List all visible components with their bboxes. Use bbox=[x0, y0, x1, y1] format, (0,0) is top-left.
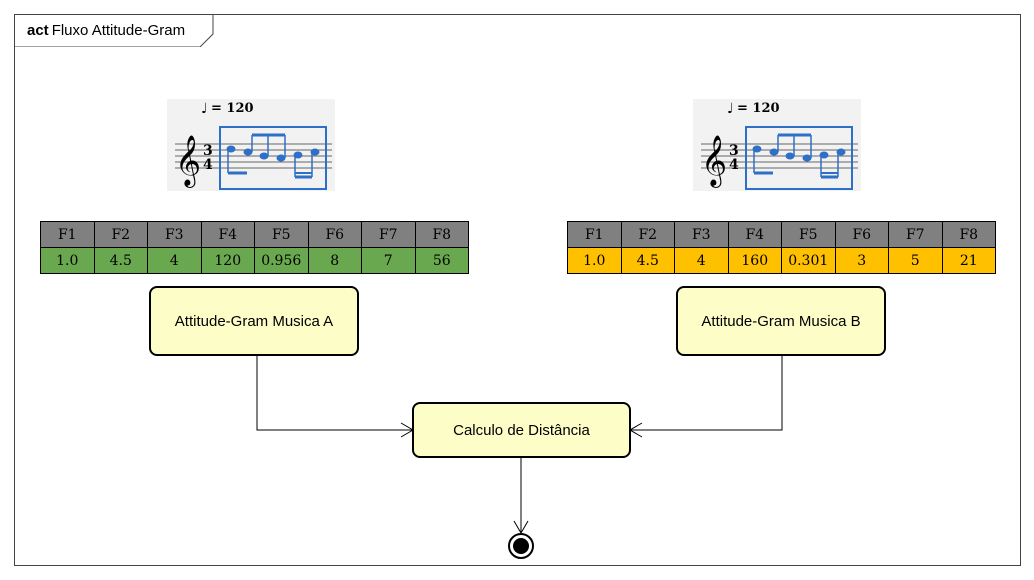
feature-value: 0.301 bbox=[781, 247, 836, 274]
svg-text:3: 3 bbox=[203, 143, 213, 159]
feature-value: 0.956 bbox=[254, 247, 309, 274]
feature-value: 8 bbox=[307, 247, 362, 274]
feature-value-row: 1.0 4.5 4 160 0.301 3 5 21 bbox=[567, 247, 996, 274]
feature-header: F7 bbox=[361, 221, 416, 248]
treble-clef-icon: 𝄞 bbox=[175, 135, 201, 188]
action-node-label: Attitude-Gram Musica B bbox=[701, 312, 861, 330]
feature-header: F4 bbox=[727, 221, 782, 248]
feature-header: F6 bbox=[307, 221, 362, 248]
tempo-label: = 120 bbox=[211, 101, 254, 116]
feature-header: F4 bbox=[200, 221, 255, 248]
feature-header: F5 bbox=[254, 221, 309, 248]
svg-text:4: 4 bbox=[203, 157, 213, 173]
svg-text:♩: ♩ bbox=[201, 101, 208, 117]
action-node-attitude-gram-a[interactable]: Attitude-Gram Musica A bbox=[149, 286, 359, 356]
feature-value: 1.0 bbox=[40, 247, 95, 274]
music-score-b: ♩ = 120 𝄞 3 4 bbox=[693, 99, 861, 191]
feature-header: F8 bbox=[414, 221, 469, 248]
svg-text:4: 4 bbox=[729, 157, 739, 173]
feature-header: F3 bbox=[147, 221, 202, 248]
feature-header: F1 bbox=[567, 221, 622, 248]
feature-value-row: 1.0 4.5 4 120 0.956 8 7 56 bbox=[40, 247, 469, 274]
frame-name: Fluxo Attitude-Gram bbox=[51, 22, 186, 39]
tempo-label: = 120 bbox=[737, 101, 780, 116]
music-score-a: ♩ = 120 𝄞 3 4 bbox=[167, 99, 335, 191]
feature-value: 21 bbox=[941, 247, 996, 274]
feature-value: 120 bbox=[200, 247, 255, 274]
action-node-label: Calculo de Distância bbox=[453, 421, 590, 439]
feature-value: 4.5 bbox=[620, 247, 675, 274]
feature-value: 160 bbox=[727, 247, 782, 274]
action-node-distance-calc[interactable]: Calculo de Distância bbox=[412, 402, 631, 458]
feature-value: 4.5 bbox=[93, 247, 148, 274]
final-node-icon bbox=[508, 533, 534, 559]
svg-text:3: 3 bbox=[729, 143, 739, 159]
feature-value: 7 bbox=[361, 247, 416, 274]
action-node-attitude-gram-b[interactable]: Attitude-Gram Musica B bbox=[676, 286, 886, 356]
activity-frame bbox=[14, 14, 1021, 566]
feature-value: 3 bbox=[834, 247, 889, 274]
feature-value: 1.0 bbox=[567, 247, 622, 274]
feature-header: F8 bbox=[941, 221, 996, 248]
feature-header: F5 bbox=[781, 221, 836, 248]
feature-value: 5 bbox=[888, 247, 943, 274]
feature-header: F2 bbox=[620, 221, 675, 248]
edge-a-to-distance bbox=[256, 355, 413, 431]
frame-keyword: act bbox=[27, 22, 49, 39]
svg-text:♩: ♩ bbox=[727, 101, 734, 117]
feature-table-b: F1 F2 F3 F4 F5 F6 F7 F8 1.0 4.5 4 160 0.… bbox=[567, 221, 996, 274]
treble-clef-icon: 𝄞 bbox=[701, 135, 727, 188]
feature-header: F7 bbox=[888, 221, 943, 248]
feature-header: F1 bbox=[40, 221, 95, 248]
feature-header-row: F1 F2 F3 F4 F5 F6 F7 F8 bbox=[40, 221, 469, 248]
frame-tab bbox=[14, 14, 214, 47]
feature-value: 4 bbox=[147, 247, 202, 274]
feature-header: F2 bbox=[93, 221, 148, 248]
action-node-label: Attitude-Gram Musica A bbox=[174, 312, 334, 330]
edge-b-to-distance bbox=[630, 355, 783, 431]
feature-table-a: F1 F2 F3 F4 F5 F6 F7 F8 1.0 4.5 4 120 0.… bbox=[40, 221, 469, 274]
feature-header: F6 bbox=[834, 221, 889, 248]
feature-value: 4 bbox=[674, 247, 729, 274]
feature-value: 56 bbox=[414, 247, 469, 274]
